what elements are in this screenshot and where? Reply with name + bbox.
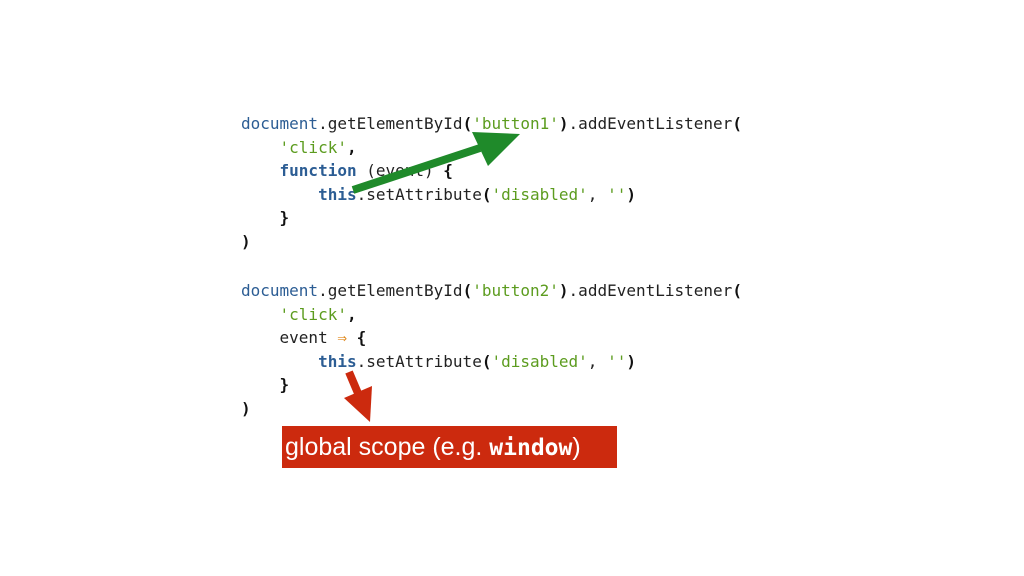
- callout-suffix: ): [572, 433, 581, 461]
- code-line: this.setAttribute('disabled', ''): [241, 350, 742, 374]
- code-token-paren: (: [462, 114, 473, 133]
- code-token-brace: }: [279, 208, 290, 228]
- code-token-method: .addEventListener: [568, 281, 733, 300]
- code-token-method: .setAttribute: [356, 184, 482, 204]
- code-line: this.setAttribute('disabled', ''): [241, 183, 742, 207]
- code-token-string: '': [607, 351, 627, 371]
- code-line: 'click',: [241, 136, 742, 160]
- code-token-string: 'button1': [472, 114, 559, 133]
- code-token-string: 'click': [279, 137, 347, 157]
- code-token-brace: }: [279, 375, 290, 395]
- code-line: document.getElementById('button2').addEv…: [241, 279, 742, 303]
- code-token-string: 'disabled': [491, 184, 588, 204]
- code-token-string: 'disabled': [491, 351, 588, 371]
- code-snippet-arrow-function: document.getElementById('button2').addEv…: [241, 279, 742, 421]
- code-line: ): [241, 230, 742, 254]
- code-line: }: [241, 206, 742, 230]
- code-line: }: [241, 373, 742, 397]
- code-token-paren: (: [481, 351, 492, 371]
- code-indent: [241, 375, 280, 394]
- code-token-keyword: function: [279, 161, 357, 181]
- code-token-string: '': [607, 184, 627, 204]
- code-token-paren: (: [732, 114, 742, 133]
- code-token-method: .getElementById: [318, 114, 463, 133]
- code-token-method: .getElementById: [318, 281, 463, 300]
- code-token-separator: ,: [587, 351, 608, 371]
- code-indent: [241, 208, 280, 227]
- code-token-brace: {: [443, 161, 453, 181]
- code-token-paren: ): [626, 184, 636, 204]
- code-token-string: 'button2': [472, 281, 559, 300]
- code-token-separator: ,: [587, 184, 608, 204]
- code-token-paren: (: [462, 281, 473, 300]
- code-token-paren: ): [626, 351, 636, 371]
- code-token-params: (event): [356, 161, 444, 181]
- code-indent: [241, 185, 318, 204]
- code-indent: [241, 305, 280, 324]
- code-line: event ⇒ {: [241, 326, 742, 350]
- code-indent: [241, 328, 280, 347]
- callout-prefix: global scope (e.g.: [285, 433, 490, 461]
- code-token-space: [347, 328, 357, 347]
- code-indent: [241, 161, 280, 180]
- code-indent: [241, 352, 318, 371]
- code-indent: [241, 138, 280, 157]
- code-token-keyword: this: [318, 351, 357, 371]
- code-token-comma: ,: [346, 137, 357, 157]
- code-token-comma: ,: [346, 304, 357, 324]
- code-token-method: .addEventListener: [568, 114, 733, 133]
- code-snippet-function: document.getElementById('button1').addEv…: [241, 112, 742, 254]
- code-token-brace: {: [356, 328, 367, 348]
- code-token-paren: (: [732, 281, 742, 300]
- code-line: function (event) {: [241, 159, 742, 183]
- code-token-arrow-operator: ⇒: [337, 328, 347, 348]
- code-token-paren: (: [481, 184, 492, 204]
- code-token-object: document: [241, 281, 319, 300]
- code-token-paren: ): [558, 114, 569, 133]
- code-token-paren: ): [558, 281, 569, 300]
- code-line: ): [241, 397, 742, 421]
- global-scope-callout: global scope (e.g. window): [282, 426, 617, 468]
- code-token-paren: ): [241, 231, 251, 251]
- code-token-string: 'click': [279, 304, 347, 324]
- code-token-method: .setAttribute: [356, 351, 482, 371]
- code-token-object: document: [241, 114, 319, 133]
- code-line: 'click',: [241, 303, 742, 327]
- code-line: document.getElementById('button1').addEv…: [241, 112, 742, 136]
- code-token-param: event: [279, 328, 338, 348]
- callout-code: window: [489, 435, 573, 461]
- code-token-keyword: this: [318, 184, 357, 204]
- code-token-paren: ): [241, 398, 251, 418]
